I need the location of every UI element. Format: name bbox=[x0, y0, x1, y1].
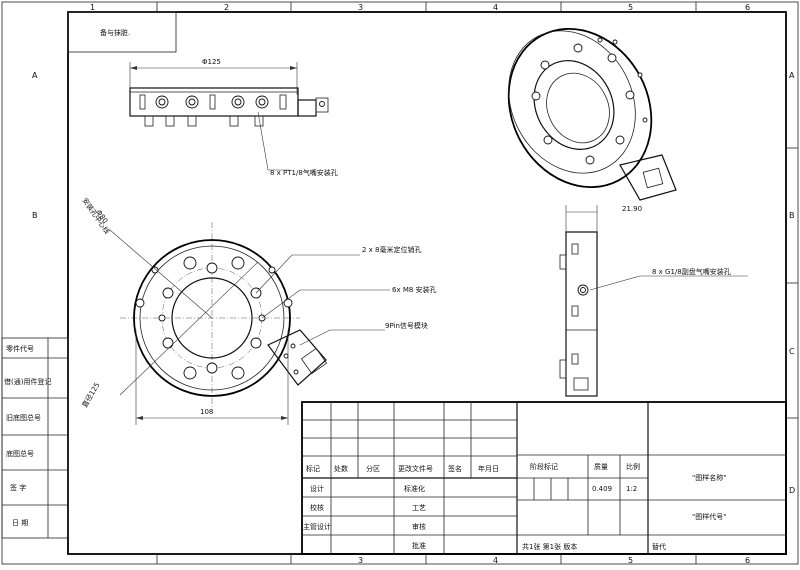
left-col-borrowed: 借(通)用件登记 bbox=[4, 377, 51, 386]
rev-header-sign: 签名 bbox=[448, 464, 462, 473]
col-label-3-bottom: 3 bbox=[358, 556, 363, 565]
row-label-b: B bbox=[32, 211, 38, 220]
role-approve: 批准 bbox=[412, 541, 426, 550]
col-label-2: 2 bbox=[224, 3, 229, 12]
left-col-signature: 签 字 bbox=[10, 483, 26, 492]
stage-label: 阶段标记 bbox=[530, 462, 558, 471]
col-label-4-bottom: 4 bbox=[493, 556, 498, 565]
col-label-5: 5 bbox=[628, 3, 633, 12]
role-check: 校核 bbox=[310, 503, 324, 512]
left-col-part-code: 零件代号 bbox=[6, 344, 34, 353]
front-view-callout-pins: 2 x 8毫米定位销孔 bbox=[362, 245, 422, 254]
front-view-callout-module: 9Pin信号模块 bbox=[385, 321, 428, 330]
drawing-code: "图样代号" bbox=[692, 512, 726, 521]
front-view-width: 108 bbox=[200, 408, 213, 416]
row-label-a: A bbox=[32, 71, 38, 80]
side-view bbox=[559, 205, 748, 397]
title-block bbox=[301, 401, 787, 555]
role-process: 工艺 bbox=[412, 504, 426, 512]
col-label-6: 6 bbox=[745, 3, 750, 12]
front-view-callout-m8: 6x M8 安装孔 bbox=[392, 285, 437, 294]
col-label-6-bottom: 6 bbox=[745, 556, 750, 565]
mass-label: 质量 bbox=[594, 462, 608, 471]
sheet-info: 共1张 第1张 版本 bbox=[522, 542, 577, 551]
tech-note-box bbox=[67, 11, 177, 53]
rev-header-count: 处数 bbox=[334, 464, 348, 473]
col-label-4: 4 bbox=[493, 3, 498, 12]
col-label-1: 1 bbox=[90, 3, 95, 12]
isometric-view bbox=[507, 27, 677, 201]
role-standard: 标准化 bbox=[404, 484, 425, 493]
top-view bbox=[129, 62, 329, 171]
row-label-b-right: B bbox=[789, 211, 795, 220]
scale-label: 比例 bbox=[626, 462, 640, 471]
rev-header-zone: 分区 bbox=[366, 464, 380, 473]
top-view-callout: 8 x PT1/8气嘴安装孔 bbox=[270, 168, 338, 177]
rev-header-date: 年月日 bbox=[478, 464, 499, 473]
role-design: 设计 bbox=[310, 484, 324, 493]
side-view-callout: 8 x G1/8副盘气嘴安装孔 bbox=[652, 267, 731, 276]
left-col-old-master: 旧底图总号 bbox=[6, 413, 41, 422]
rev-header-doc: 更改文件号 bbox=[398, 464, 433, 473]
row-label-c-right: C bbox=[789, 347, 795, 356]
role-review: 审核 bbox=[412, 522, 426, 531]
tech-note: 备与抹脏. bbox=[100, 28, 130, 37]
drawing-name: "图样名称" bbox=[692, 473, 726, 482]
row-label-d-right: D bbox=[789, 486, 795, 495]
front-view-diameter: 直径125 bbox=[80, 381, 101, 409]
replace-label: 替代 bbox=[652, 542, 666, 551]
left-col-master: 底图总号 bbox=[6, 449, 34, 458]
scale-value: 1:2 bbox=[626, 485, 637, 493]
col-label-3: 3 bbox=[358, 3, 363, 12]
col-label-5-bottom: 5 bbox=[628, 556, 633, 565]
mass-value: 0.409 bbox=[592, 485, 612, 493]
zone-ticks-top bbox=[156, 2, 798, 564]
left-col-date: 日 期 bbox=[12, 519, 28, 527]
left-column bbox=[1, 337, 69, 539]
row-label-a-right: A bbox=[789, 71, 795, 80]
side-view-thickness: 21.90 bbox=[622, 205, 642, 213]
rev-header-mark: 标记 bbox=[306, 464, 320, 473]
top-view-diameter: Φ125 bbox=[202, 58, 221, 66]
front-view bbox=[109, 222, 390, 425]
role-lead-design: 主管设计 bbox=[303, 522, 331, 531]
